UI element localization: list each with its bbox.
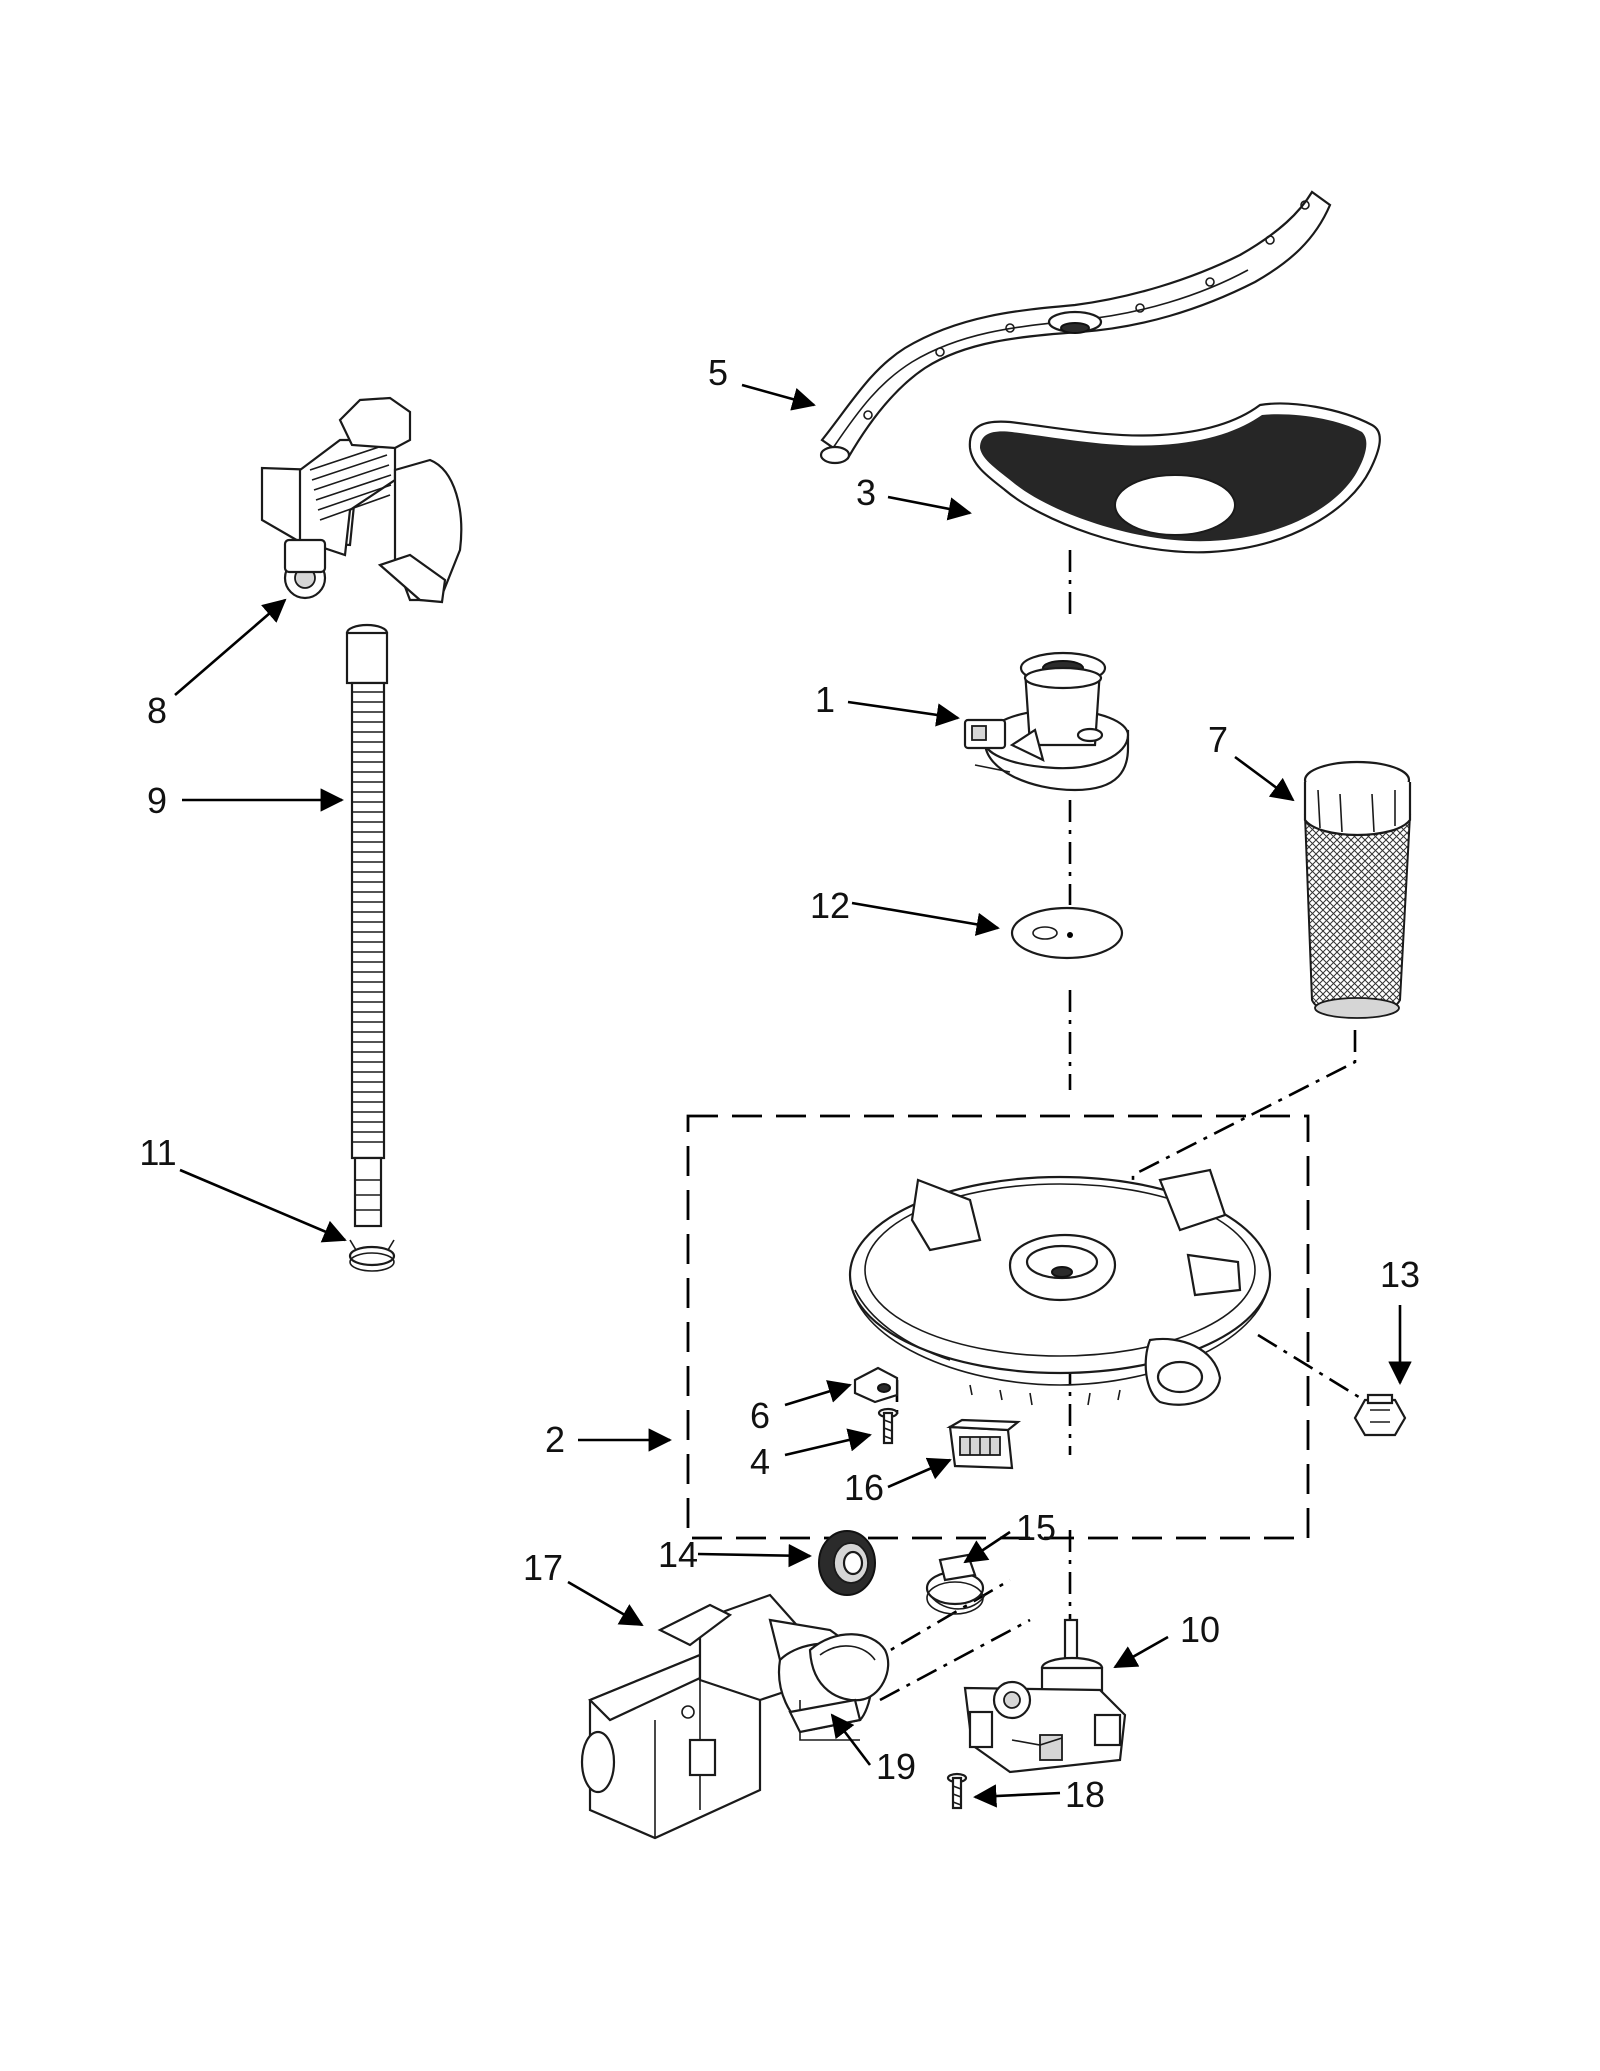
circulation-pump-part (580, 1593, 890, 1840)
screw-lower-part (946, 1772, 968, 1810)
callout-labels: 1 2 3 4 5 6 7 8 9 10 11 12 13 14 15 16 1… (139, 352, 1420, 1815)
leader-10 (1113, 1635, 1169, 1669)
leader-19 (830, 1713, 872, 1766)
leader-4 (784, 1428, 872, 1457)
callout-9: 9 (147, 780, 167, 821)
leader-5 (741, 383, 816, 411)
callout-13: 13 (1380, 1254, 1420, 1295)
sensor-part (1353, 1393, 1407, 1437)
callout-14: 14 (658, 1534, 698, 1575)
leader-15 (963, 1530, 1011, 1564)
sump-part (848, 1168, 1272, 1406)
callout-10: 10 (1180, 1609, 1220, 1650)
hose-part (788, 1698, 862, 1734)
sump-assembly-box (686, 1114, 1310, 1540)
diverter-part (963, 651, 1130, 792)
callout-12: 12 (810, 885, 850, 926)
callout-1: 1 (815, 679, 835, 720)
fine-filter-part (968, 402, 1381, 554)
filter-basket-part (1303, 760, 1412, 1019)
callout-18: 18 (1065, 1774, 1105, 1815)
leader-11 (179, 1168, 347, 1243)
hose-clamp-part (348, 1239, 396, 1272)
spray-arm-part (819, 190, 1332, 465)
centerline-pump-a (864, 1578, 1011, 1667)
leader-17 (567, 1580, 644, 1627)
disk-part (1010, 906, 1124, 960)
bracket-part (853, 1366, 899, 1404)
callout-7: 7 (1208, 719, 1228, 760)
drain-pump-part (260, 396, 463, 604)
seal-part (818, 1530, 876, 1596)
diverter-motor-part (963, 1618, 1127, 1774)
callout-19: 19 (876, 1746, 916, 1787)
callout-11: 11 (139, 1132, 176, 1173)
leader-16 (887, 1457, 952, 1489)
callout-5: 5 (708, 352, 728, 393)
drain-hose-part (345, 623, 389, 1228)
centerline-sensor (1257, 1333, 1381, 1412)
leader-14 (697, 1543, 812, 1568)
leader-18 (973, 1784, 1061, 1808)
callout-16: 16 (844, 1467, 884, 1508)
callout-2: 2 (545, 1419, 565, 1460)
connector-part (946, 1418, 1022, 1470)
leader-12 (851, 901, 1000, 936)
screw-part (877, 1407, 899, 1445)
callout-8: 8 (147, 690, 167, 731)
callout-4: 4 (750, 1441, 770, 1482)
leader-6 (784, 1380, 852, 1407)
leader-lines (174, 383, 1412, 1808)
leader-8 (174, 598, 287, 696)
callout-15: 15 (1016, 1507, 1056, 1548)
leader-3 (887, 495, 972, 521)
leader-1 (847, 700, 960, 727)
pump-clamp-part (925, 1553, 986, 1615)
leader-7 (1234, 755, 1295, 802)
centerline-pump-b (879, 1618, 1031, 1702)
callout-3: 3 (856, 472, 876, 513)
centerline-filter (1131, 1030, 1357, 1280)
callout-6: 6 (750, 1395, 770, 1436)
callout-17: 17 (523, 1547, 563, 1588)
